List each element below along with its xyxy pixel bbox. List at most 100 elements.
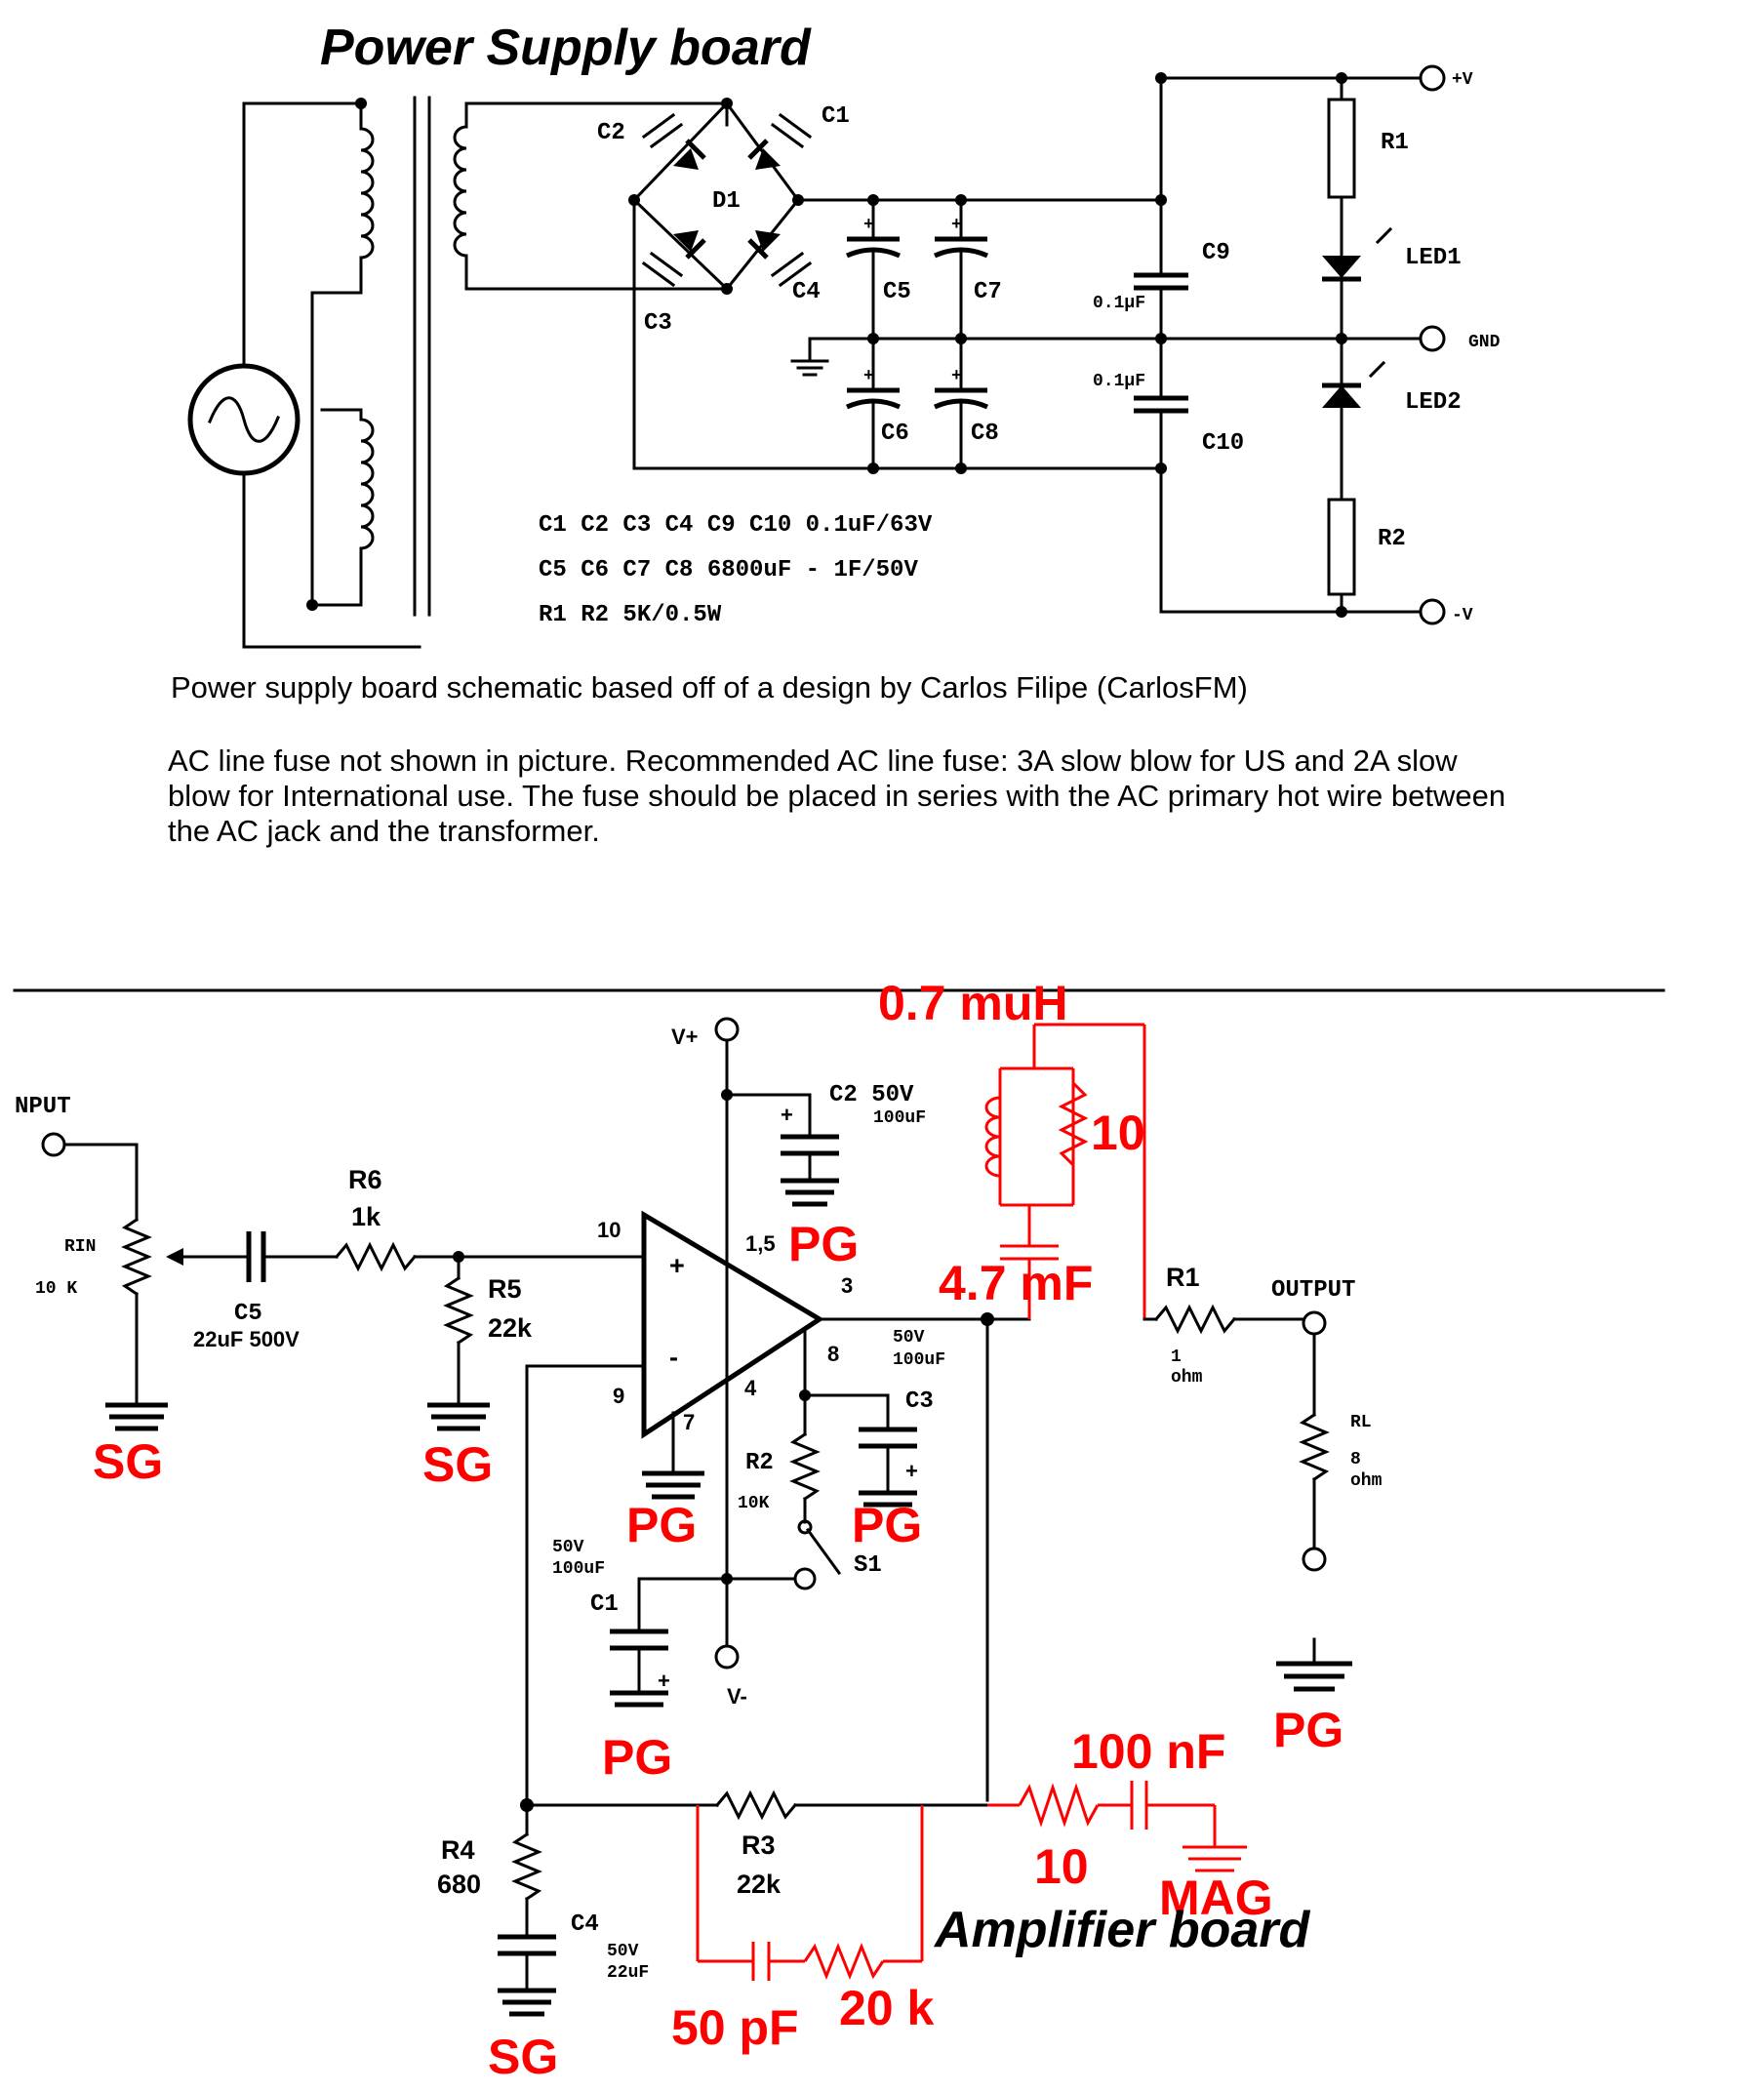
red-label-inductor: 0.7 muH [878, 976, 1068, 1030]
label-c1: C1 [590, 1591, 619, 1618]
opamp-plus: + [669, 1251, 685, 1280]
note-fuse-1: AC line fuse not shown in picture. Recom… [168, 744, 1458, 778]
label-c3: C3 [905, 1388, 934, 1415]
label-rl-value-2: ohm [1350, 1471, 1383, 1491]
label-led2: LED2 [1405, 389, 1462, 416]
output-rails [1155, 64, 1446, 625]
label-c8: C8 [971, 421, 999, 447]
power-supply-schematic: Power Supply board [168, 20, 1505, 848]
pin-7: 7 [683, 1410, 695, 1434]
label-c1-volt: 50V [552, 1538, 584, 1557]
label-c2: C2 [597, 120, 625, 146]
pin-10: 10 [597, 1218, 621, 1242]
sg-label-1: SG [93, 1434, 163, 1489]
label-c4-volt: 50V [607, 1942, 639, 1961]
pin-4: 4 [744, 1376, 757, 1400]
label-c4-value: 22uF [607, 1963, 649, 1983]
ps-rails [632, 198, 1422, 470]
label-rin: RIN [64, 1237, 96, 1257]
pg-label-3: PG [852, 1498, 922, 1552]
label-rin-value: 10 K [35, 1279, 77, 1299]
pg-label-2: PG [626, 1498, 697, 1552]
sg-label-3: SG [488, 2030, 558, 2084]
switch-s1 [805, 1527, 842, 1576]
red-label-zobel-r: 10 [1034, 1839, 1089, 1894]
pin-9: 9 [613, 1384, 624, 1408]
svg-text:+: + [905, 1459, 918, 1483]
ps-bom: C1 C2 C3 C4 C9 C10 0.1uF/63V C5 C6 C7 C8… [539, 512, 933, 628]
label-r1: R1 [1166, 1263, 1200, 1292]
input-terminal [41, 1132, 66, 1157]
label-c3-volt: 50V [893, 1328, 925, 1348]
label-r5-value: 22k [488, 1313, 533, 1343]
label-c2-value: 100uF [873, 1108, 926, 1128]
label-led1: LED1 [1405, 245, 1462, 271]
terminal-vplus: +V [1452, 70, 1473, 90]
note-fuse-2: blow for International use. The fuse sho… [168, 779, 1505, 813]
amplifier-title: Amplifier board [933, 1902, 1310, 1958]
label-vminus: V- [727, 1684, 747, 1709]
note-credit: Power supply board schematic based off o… [171, 670, 1248, 704]
label-c5: C5 [234, 1301, 262, 1327]
resistor-r5 [443, 1275, 474, 1346]
terminal-gnd: GND [1468, 333, 1501, 352]
label-r3-value: 22k [737, 1870, 782, 1899]
label-input: NPUT [15, 1094, 71, 1120]
label-vplus: V+ [671, 1025, 699, 1049]
ps-notes: Power supply board schematic based off o… [168, 670, 1505, 848]
pot-rin [121, 1217, 152, 1297]
bom-line-2: C5 C6 C7 C8 6800uF - 1F/50V [539, 557, 918, 583]
resistor-r1 [1153, 1304, 1237, 1335]
resistor-r4 [511, 1831, 542, 1902]
svg-text:+: + [951, 367, 962, 386]
red-feedback-network [696, 1805, 924, 1981]
label-r2-value: 10K [738, 1494, 770, 1513]
label-c4: C4 [571, 1911, 599, 1938]
label-r1-value-2: ohm [1171, 1368, 1203, 1388]
ac-source-symbol [187, 101, 421, 649]
resistor-r3 [714, 1790, 798, 1821]
red-zobel-network [987, 1781, 1247, 1872]
label-c1: C1 [822, 103, 850, 130]
svg-text:+: + [863, 216, 874, 235]
transformer-secondary [453, 101, 729, 291]
label-rl: RL [1350, 1413, 1372, 1432]
svg-text:+: + [781, 1103, 793, 1127]
opamp-minus: - [669, 1343, 678, 1372]
reservoir-caps: + + + + [845, 194, 989, 474]
bom-line-1: C1 C2 C3 C4 C9 C10 0.1uF/63V [539, 512, 933, 539]
label-c7: C7 [974, 279, 1002, 305]
resistor-rl [1299, 1412, 1330, 1482]
bypass-caps-c9-c10 [1134, 194, 1188, 614]
label-c5-value: 22uF 500V [193, 1327, 300, 1351]
sg-label-2: SG [422, 1437, 493, 1492]
vminus-terminal [714, 1644, 740, 1670]
resistor-r2 [789, 1431, 821, 1502]
label-c6: C6 [881, 421, 909, 447]
svg-text:+: + [951, 216, 962, 235]
red-label-4-7mf: 4.7 mF [939, 1256, 1093, 1310]
label-c10-value: 0.1µF [1093, 372, 1145, 391]
label-rl-value-1: 8 [1350, 1450, 1361, 1469]
red-label-50pf: 50 pF [671, 2000, 799, 2055]
label-r5: R5 [488, 1274, 522, 1304]
label-r1-value-1: 1 [1171, 1348, 1182, 1367]
label-d1: D1 [712, 188, 741, 215]
label-r6: R6 [348, 1165, 382, 1194]
red-output-network [984, 1023, 1146, 1319]
red-label-20k: 20 k [839, 1981, 935, 2035]
label-c4: C4 [792, 279, 821, 305]
label-r4-value: 680 [437, 1870, 481, 1899]
amplifier-ic [641, 1210, 824, 1439]
label-output: OUTPUT [1271, 1277, 1355, 1304]
label-c5: C5 [883, 279, 911, 305]
svg-text:+: + [658, 1669, 670, 1693]
red-label-100nf: 100 nF [1071, 1724, 1225, 1779]
label-r4: R4 [441, 1835, 475, 1865]
label-s1: S1 [854, 1552, 882, 1579]
label-c9: C9 [1202, 240, 1230, 266]
label-c9-value: 0.1µF [1093, 294, 1145, 313]
vplus-terminal [714, 1017, 740, 1042]
label-c1-value: 100uF [552, 1559, 605, 1579]
bridge-rectifier-d1 [628, 98, 813, 295]
